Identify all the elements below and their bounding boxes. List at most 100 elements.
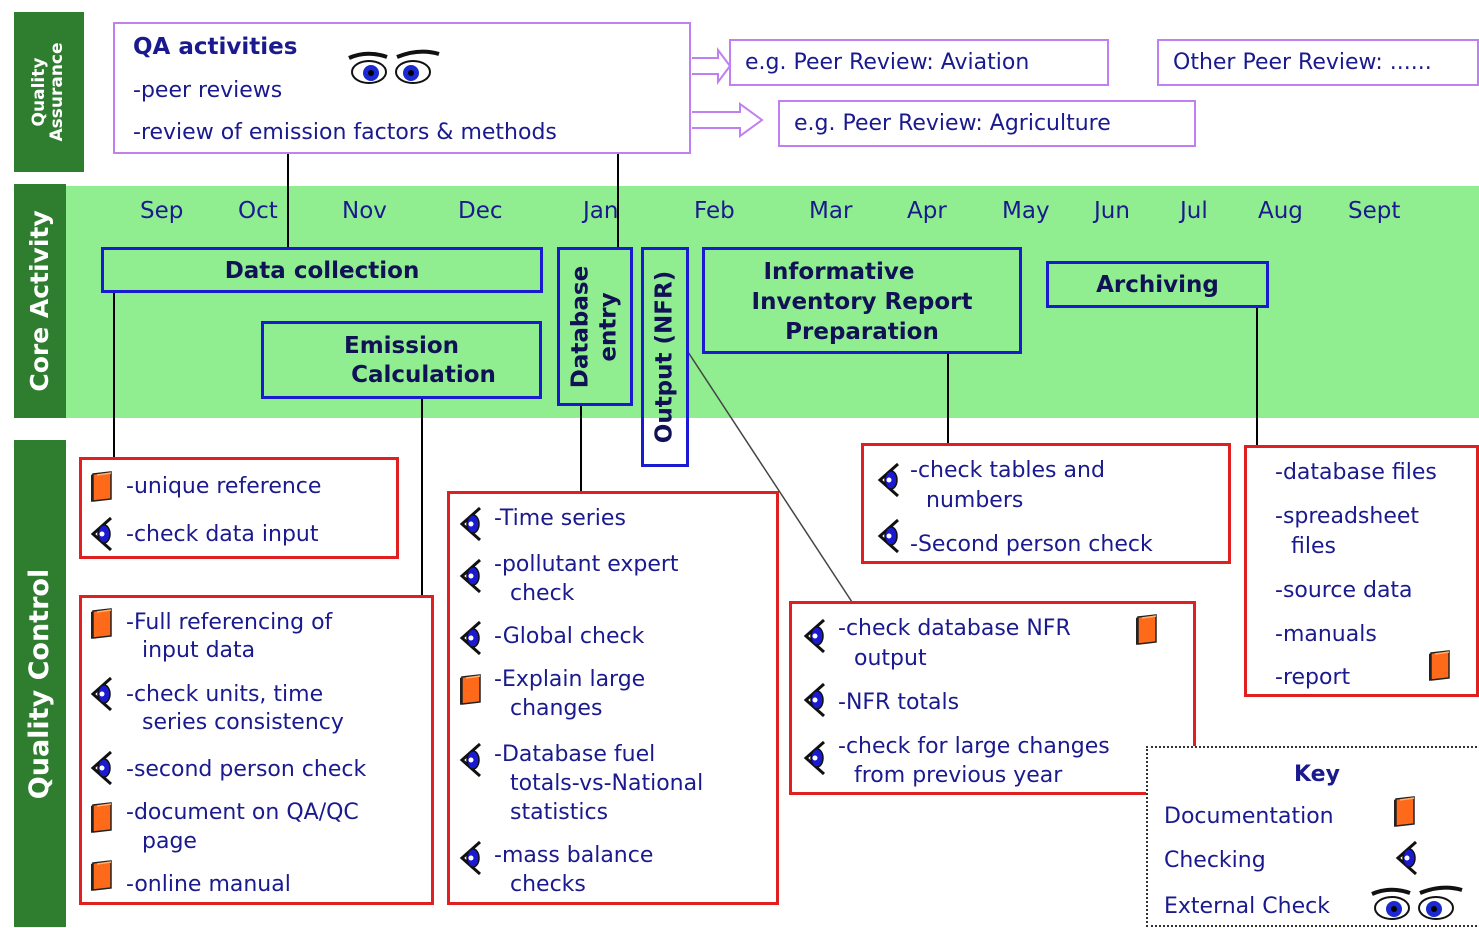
iir-line-3: Preparation <box>785 318 939 345</box>
qc-item-nfr-totals: -NFR totals <box>838 690 960 715</box>
documentation-icon <box>1393 796 1415 828</box>
qa-label-line-2: Assurance <box>47 42 67 142</box>
connector-data-collection-to-qc <box>113 293 115 459</box>
peer-review-aviation-box: e.g. Peer Review: Aviation <box>729 39 1109 86</box>
connector-database-to-qc <box>580 405 582 493</box>
qc-item-unique-reference: -unique reference <box>126 474 322 499</box>
iir-preparation-box: Informative Inventory Report Preparation <box>702 247 1022 354</box>
core-activity-band <box>66 186 1479 418</box>
month-nov: Nov <box>342 198 387 224</box>
iir-line-1: Informative <box>763 259 915 285</box>
connector-archiving-to-qc <box>1256 307 1258 445</box>
checking-icon <box>91 750 113 786</box>
key-legend: Key Documentation Checking External Chec… <box>1146 746 1479 927</box>
qc-item-second-person-iir: -Second person check <box>910 532 1153 557</box>
qa-activities-title: QA activities <box>133 34 298 60</box>
qc-item-explain-changes: -Explain large <box>494 667 646 692</box>
month-sept: Sept <box>1348 198 1401 224</box>
documentation-icon <box>90 860 112 892</box>
external-check-eyes-icon <box>1370 885 1464 921</box>
archive-item-database-files: -database files <box>1275 460 1437 485</box>
checking-icon <box>804 682 826 718</box>
qc-item-full-referencing: -Full referencing of <box>126 610 333 635</box>
qc-item-pollutant-expert: -pollutant expert <box>494 552 679 577</box>
connector-qa-to-database-entry <box>617 154 619 248</box>
month-oct: Oct <box>238 198 278 224</box>
iir-line-2: Inventory Report <box>751 288 973 315</box>
qc-item-full-referencing-2: input data <box>142 638 256 663</box>
key-external-label: External Check <box>1164 894 1330 919</box>
output-nfr-box: Output (NFR) <box>641 247 689 467</box>
qc-item-time-series: -Time series <box>494 506 626 531</box>
side-label-core-activity: Core Activity <box>14 184 66 418</box>
qc-item-database-fuel-2: totals-vs-National <box>510 771 704 796</box>
side-label-quality-control: Quality Control <box>14 440 66 927</box>
qc-item-check-tables-2: numbers <box>926 488 1024 513</box>
month-apr: Apr <box>907 198 947 224</box>
arrow-to-agriculture <box>692 102 764 138</box>
emission-calc-line-1: Emission <box>344 333 459 359</box>
qc-item-check-data-input: -check data input <box>126 522 319 547</box>
checking-icon <box>460 742 482 778</box>
qc-item-large-changes-2: from previous year <box>854 763 1063 788</box>
emission-calculation-box: Emission Calculation <box>261 321 542 399</box>
connector-emission-to-qc <box>421 398 423 596</box>
emission-calc-line-2: Calculation <box>351 361 496 388</box>
checking-icon <box>460 558 482 594</box>
qa-item-peer-reviews: -peer reviews <box>133 78 283 103</box>
qc-item-document-qaqc-2: page <box>142 829 197 854</box>
side-label-quality-assurance: Quality Assurance <box>14 12 84 172</box>
qc-item-online-manual: -online manual <box>126 872 291 897</box>
connector-iir-to-qc <box>947 352 949 444</box>
month-jul: Jul <box>1180 198 1208 224</box>
month-jan: Jan <box>583 198 619 224</box>
core-activity-label: Core Activity <box>24 210 54 392</box>
qc-item-database-fuel-3: statistics <box>510 800 609 825</box>
qc-item-check-units-2: series consistency <box>142 710 344 735</box>
month-jun: Jun <box>1094 198 1130 224</box>
documentation-icon <box>459 674 481 706</box>
database-entry-box: Database entry <box>557 247 633 406</box>
month-sep: Sep <box>140 198 184 224</box>
connector-qa-to-data-collection <box>287 154 289 248</box>
peer-review-other-box: Other Peer Review: ...... <box>1157 39 1479 86</box>
key-title: Key <box>1294 762 1340 787</box>
database-entry-line-1: Database <box>567 265 594 388</box>
documentation-icon <box>90 802 112 834</box>
documentation-icon <box>90 471 112 503</box>
documentation-icon <box>90 608 112 640</box>
qc-item-check-tables: -check tables and <box>910 458 1105 483</box>
external-check-eyes-icon <box>347 49 441 85</box>
month-mar: Mar <box>809 198 853 224</box>
qa-item-review-factors: -review of emission factors & methods <box>133 120 557 145</box>
qc-item-mass-balance: -mass balance <box>494 843 654 868</box>
month-feb: Feb <box>694 198 735 224</box>
qc-box-database: -Time series -pollutant expert check -Gl… <box>447 491 779 905</box>
qc-box-output-nfr: -check database NFR output -NFR totals -… <box>789 601 1196 795</box>
checking-icon <box>804 740 826 776</box>
month-aug: Aug <box>1258 198 1303 224</box>
checking-icon <box>91 516 113 552</box>
qc-box-archiving: -database files -spreadsheet files -sour… <box>1244 445 1479 697</box>
peer-review-aviation-label: e.g. Peer Review: Aviation <box>745 50 1030 75</box>
qc-item-global-check: -Global check <box>494 624 645 649</box>
documentation-icon <box>1135 614 1157 646</box>
peer-review-agriculture-box: e.g. Peer Review: Agriculture <box>778 100 1196 147</box>
month-dec: Dec <box>458 198 503 224</box>
arrow-to-aviation <box>692 47 732 85</box>
qc-box-iir: -check tables and numbers -Second person… <box>861 443 1231 564</box>
qc-item-check-database-nfr-2: output <box>854 646 927 671</box>
key-documentation-label: Documentation <box>1164 804 1334 829</box>
database-entry-line-2: entry <box>595 291 621 362</box>
archiving-box: Archiving <box>1046 261 1269 308</box>
checking-icon <box>460 620 482 656</box>
checking-icon <box>460 840 482 876</box>
qc-item-large-changes: -check for large changes <box>838 734 1110 759</box>
qc-item-mass-balance-2: checks <box>510 872 586 897</box>
checking-icon <box>878 518 900 554</box>
qc-item-database-fuel: -Database fuel <box>494 742 656 767</box>
peer-review-other-label: Other Peer Review: ...... <box>1173 50 1432 75</box>
connector-output-to-qc <box>687 351 853 603</box>
qc-item-explain-changes-2: changes <box>510 696 603 721</box>
archive-item-report: -report <box>1275 665 1351 690</box>
